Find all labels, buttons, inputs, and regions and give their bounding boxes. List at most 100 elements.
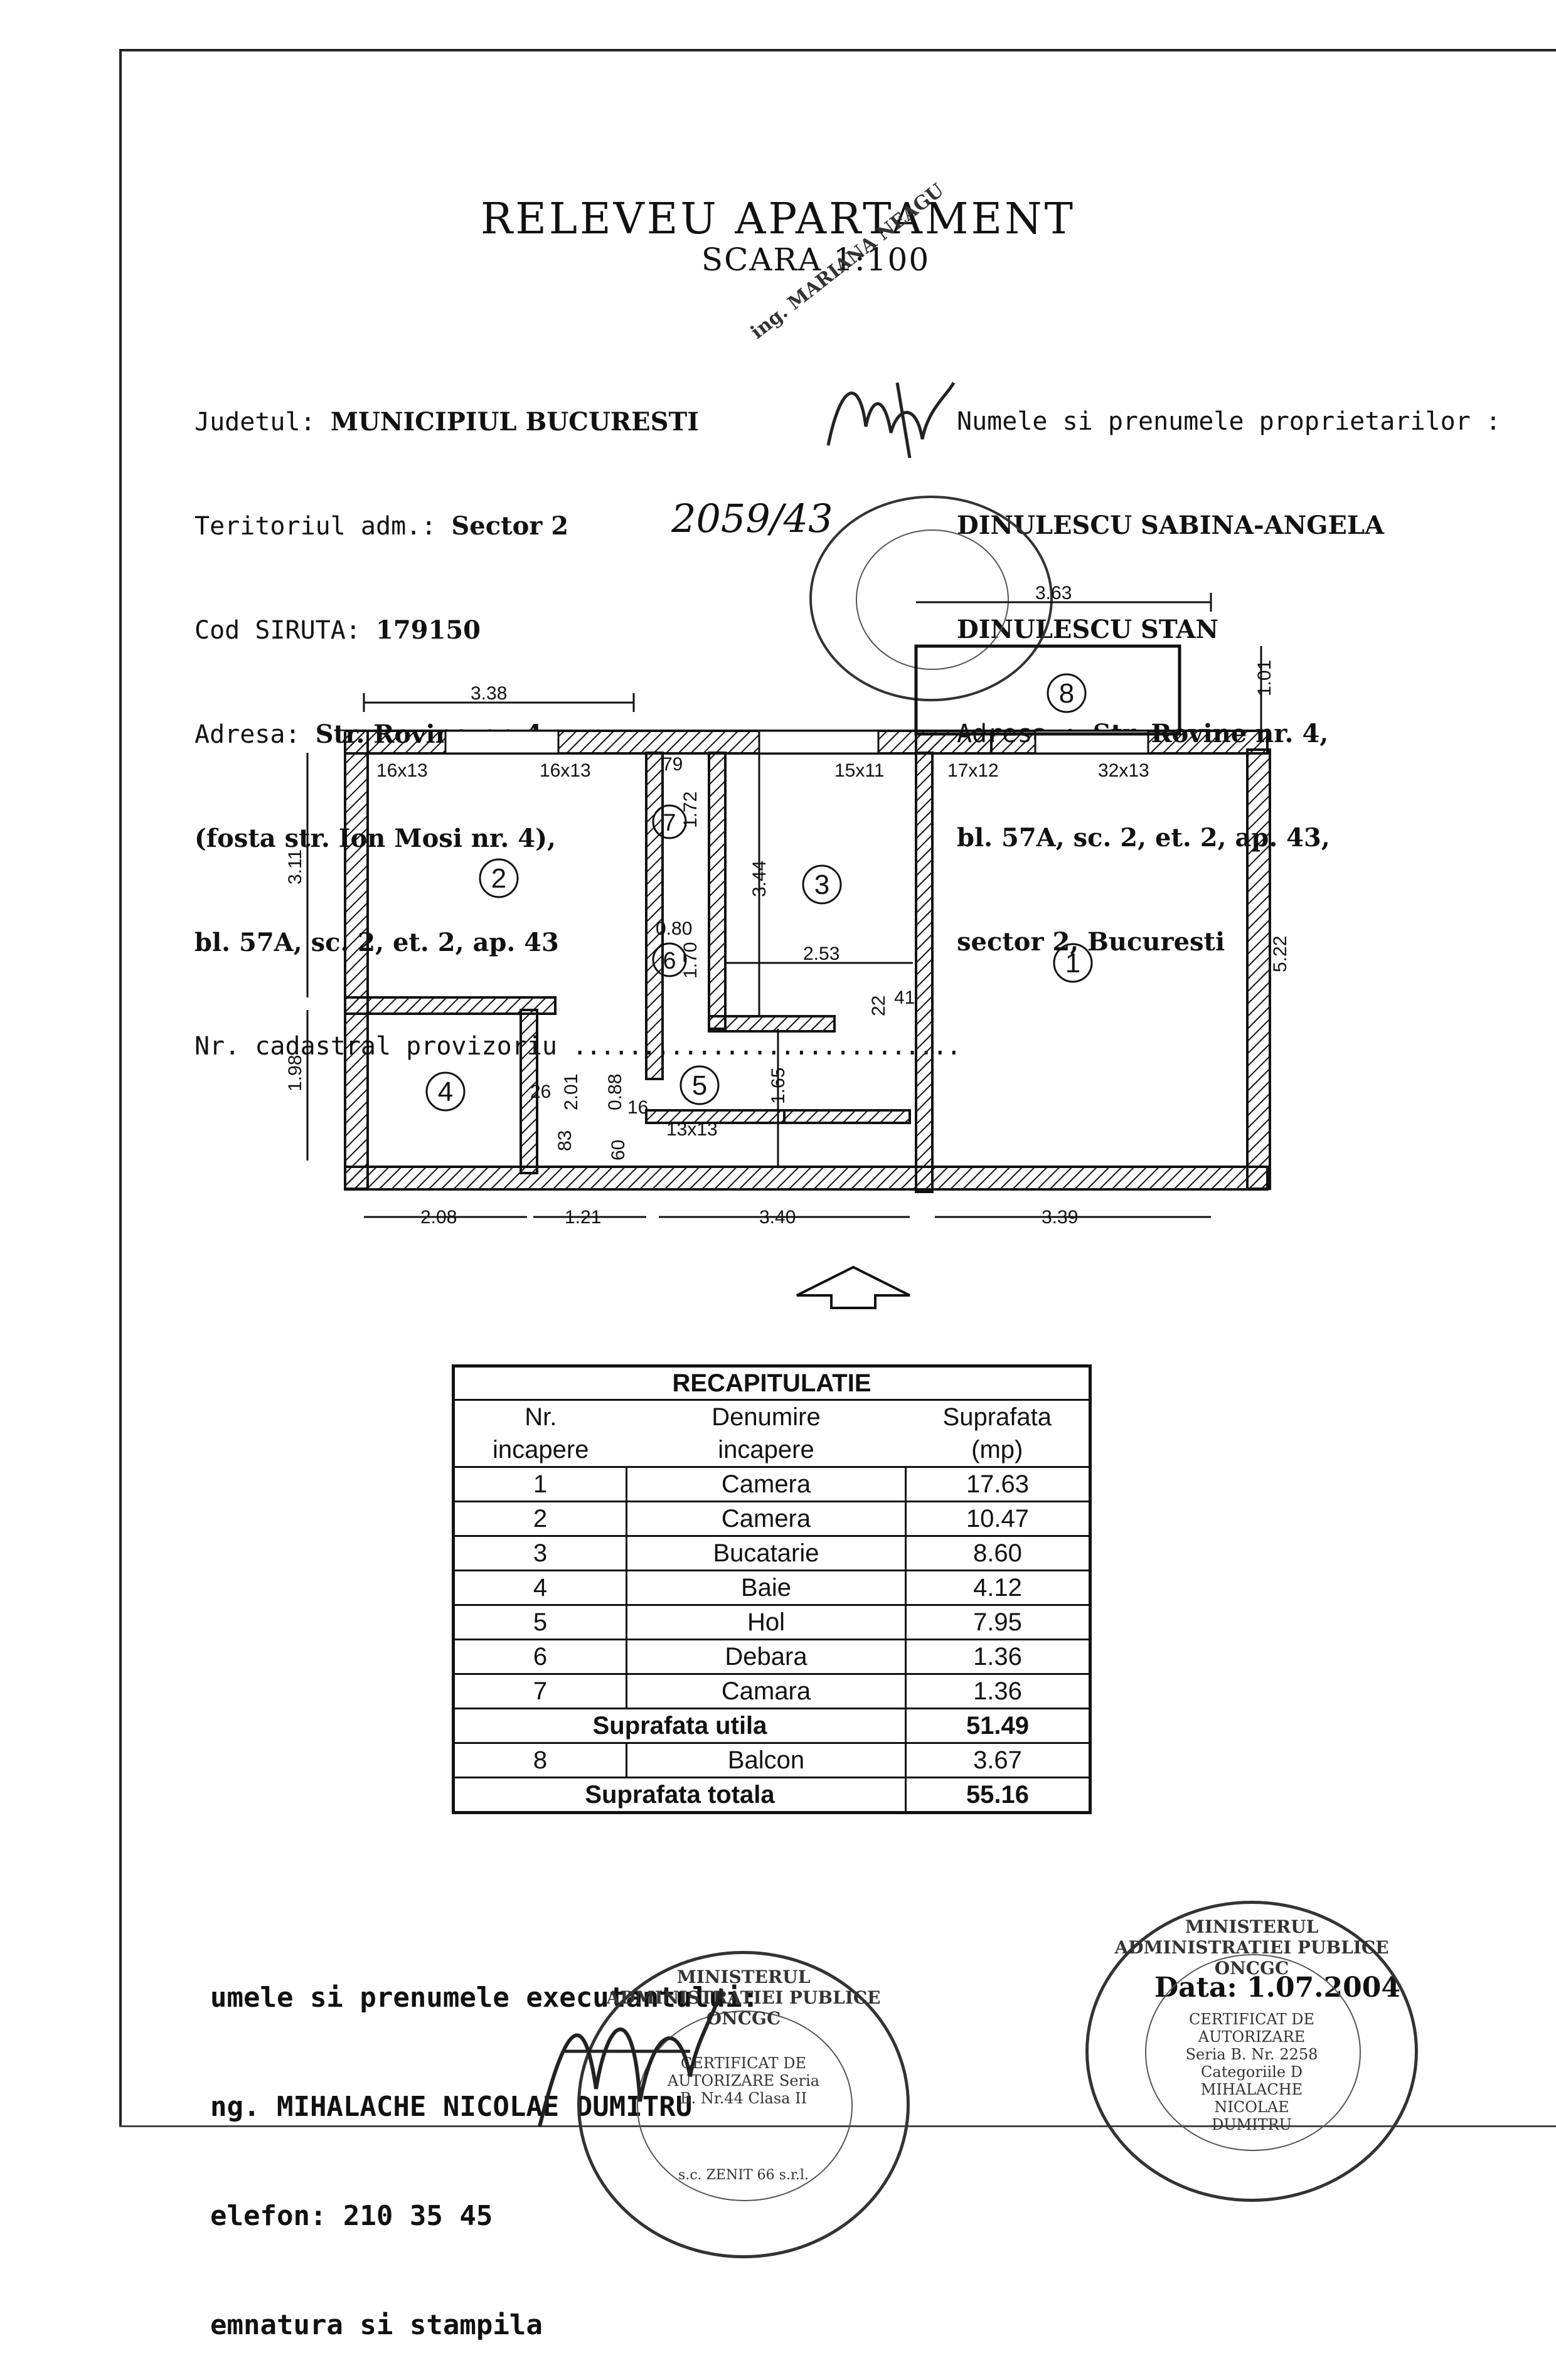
recap-header-nr2: incapere bbox=[452, 1433, 627, 1468]
room-1-number: 1 bbox=[1065, 948, 1080, 979]
recap-row-area: 1.36 bbox=[905, 1639, 1091, 1675]
judet-value: MUNICIPIUL BUCURESTI bbox=[330, 407, 699, 437]
recap-title: RECAPITULATIE bbox=[452, 1365, 1091, 1401]
recap-header-sup2: (mp) bbox=[905, 1433, 1091, 1468]
recap-row-nr: 6 bbox=[452, 1639, 627, 1675]
recap-row-nr: 1 bbox=[452, 1466, 627, 1502]
recap-row-name: Bucatarie bbox=[626, 1535, 907, 1571]
window-5-size: 32x13 bbox=[1098, 760, 1149, 781]
judet-label: Judetul: bbox=[194, 408, 316, 437]
recap-util-label: Suprafata utila bbox=[452, 1708, 907, 1744]
teritoriu-label: Teritoriul adm.: bbox=[194, 512, 437, 541]
bottom-right-stamp-center: CERTIFICAT DE AUTORIZARE Seria B. Nr. 22… bbox=[1185, 2011, 1318, 2133]
window-2-size: 16x13 bbox=[540, 760, 591, 781]
bottom-left-stamp-ring: MINISTERUL ADMINISTRATIEI PUBLICE ONCGC bbox=[606, 1967, 881, 2029]
recap-header-nr: Nr. bbox=[452, 1399, 627, 1433]
dim-notch-2: 41 bbox=[894, 987, 915, 1008]
recap-row-area: 10.47 bbox=[905, 1501, 1091, 1537]
dim-hall-f: 16 bbox=[627, 1097, 648, 1118]
window-3-size: 15x11 bbox=[834, 760, 885, 781]
siruta-label: Cod SIRUTA: bbox=[194, 616, 361, 645]
dim-left-upper: 3.11 bbox=[285, 849, 306, 885]
recap-row-area: 17.63 bbox=[905, 1466, 1091, 1502]
recap-header-den: Denumire bbox=[626, 1399, 906, 1433]
dim-closet6-height: 1.70 bbox=[680, 942, 701, 979]
dim-right: 5.22 bbox=[1270, 936, 1286, 972]
executant-line-4: emnatura si stampila bbox=[210, 2309, 543, 2341]
room-4-number: 4 bbox=[438, 1076, 453, 1107]
dim-hall-e: 60 bbox=[608, 1140, 629, 1161]
dim-hall-a: 2.01 bbox=[561, 1074, 582, 1110]
dim-kitchen-width: 2.53 bbox=[803, 943, 839, 964]
window-1-size: 16x13 bbox=[376, 760, 428, 781]
recap-header-den2: incapere bbox=[626, 1433, 906, 1468]
dim-top-room2: 3.38 bbox=[471, 683, 507, 704]
window-4-size: 17x12 bbox=[947, 760, 999, 781]
adresa-line3: bl. 57A, sc. 2, et. 2, ap. 43 bbox=[194, 928, 559, 957]
dim-bottom-4: 3.39 bbox=[1042, 1207, 1078, 1228]
frame-left-line bbox=[119, 49, 122, 2125]
room-2-number: 2 bbox=[491, 863, 506, 894]
siruta-value: 179150 bbox=[376, 615, 481, 645]
entry-arrow-icon bbox=[796, 1265, 910, 1309]
recap-row-name: Camera bbox=[626, 1466, 907, 1502]
bottom-left-stamp-center: CERTIFICAT DE AUTORIZARE Seria B. Nr.44 … bbox=[667, 2054, 820, 2107]
recap-total-label: Suprafata totala bbox=[452, 1777, 907, 1814]
dim-hall-c: 83 bbox=[555, 1130, 575, 1151]
dim-left-lower: 1.98 bbox=[285, 1055, 306, 1092]
recap-row-name: Baie bbox=[626, 1570, 907, 1606]
dim-bottom-1: 2.08 bbox=[420, 1207, 457, 1228]
bottom-left-stamp-side: s.c. ZENIT 66 s.r.l. bbox=[678, 2167, 809, 2183]
bottom-left-stamp: MINISTERUL ADMINISTRATIEI PUBLICE ONCGC … bbox=[577, 1951, 910, 2258]
room-6-number: 6 bbox=[663, 948, 676, 974]
dim-closet-width: 0.80 bbox=[656, 918, 692, 939]
dim-top-balcony: 3.63 bbox=[1035, 583, 1072, 603]
dim-balcony-depth: 1.01 bbox=[1254, 660, 1275, 696]
dim-hall-b: 0.88 bbox=[605, 1074, 626, 1110]
room-3-number: 3 bbox=[814, 869, 829, 900]
window-6-size: 13x13 bbox=[666, 1119, 718, 1140]
signature-top bbox=[826, 381, 956, 459]
dim-hall-d: 26 bbox=[530, 1081, 551, 1102]
cadastre-stamp bbox=[809, 496, 1053, 701]
recap-row-nr: 3 bbox=[452, 1535, 627, 1571]
dim-closet-top: 79 bbox=[662, 754, 683, 775]
frame-top-line bbox=[119, 49, 1556, 51]
room-7-number: 7 bbox=[663, 810, 676, 836]
recap-row-nr: 7 bbox=[452, 1673, 627, 1709]
recap-row-nr: 2 bbox=[452, 1501, 627, 1537]
recap-balcon-area: 3.67 bbox=[905, 1742, 1091, 1778]
recap-row-nr: 5 bbox=[452, 1604, 627, 1640]
dim-hall-height: 1.65 bbox=[768, 1068, 789, 1104]
recap-row-area: 8.60 bbox=[905, 1535, 1091, 1571]
recap-total-value: 55.16 bbox=[905, 1777, 1091, 1814]
recap-row-name: Debara bbox=[626, 1639, 907, 1675]
adresa-label: Adresa: bbox=[194, 720, 301, 749]
scale-label: SCARA 1:100 bbox=[701, 242, 930, 278]
recap-row-name: Hol bbox=[626, 1604, 907, 1640]
recap-row-name: Camera bbox=[626, 1501, 907, 1537]
recap-header-sup: Suprafata bbox=[905, 1399, 1091, 1433]
dim-bottom-2: 1.21 bbox=[565, 1207, 601, 1228]
recap-row-name: Camara bbox=[626, 1673, 907, 1709]
bottom-right-stamp: MINISTERUL ADMINISTRATIEI PUBLICE ONCGC … bbox=[1085, 1901, 1418, 2202]
recap-balcon-name: Balcon bbox=[626, 1742, 907, 1778]
executant-signature bbox=[538, 1988, 723, 2127]
owner-adresa-line3: sector 2, Bucuresti bbox=[957, 927, 1225, 957]
floor-plan: 1 2 3 4 5 6 7 8 3.38 3.63 1.01 bbox=[285, 583, 1286, 1228]
recap-row-area: 1.36 bbox=[905, 1673, 1091, 1709]
dim-kitchen-height: 3.44 bbox=[749, 861, 770, 897]
bottom-right-stamp-ring: MINISTERUL ADMINISTRATIEI PUBLICE ONCGC bbox=[1114, 1916, 1389, 1979]
dim-notch-1: 22 bbox=[868, 996, 889, 1016]
cadastral-number-handwritten: 2059/43 bbox=[671, 496, 833, 541]
